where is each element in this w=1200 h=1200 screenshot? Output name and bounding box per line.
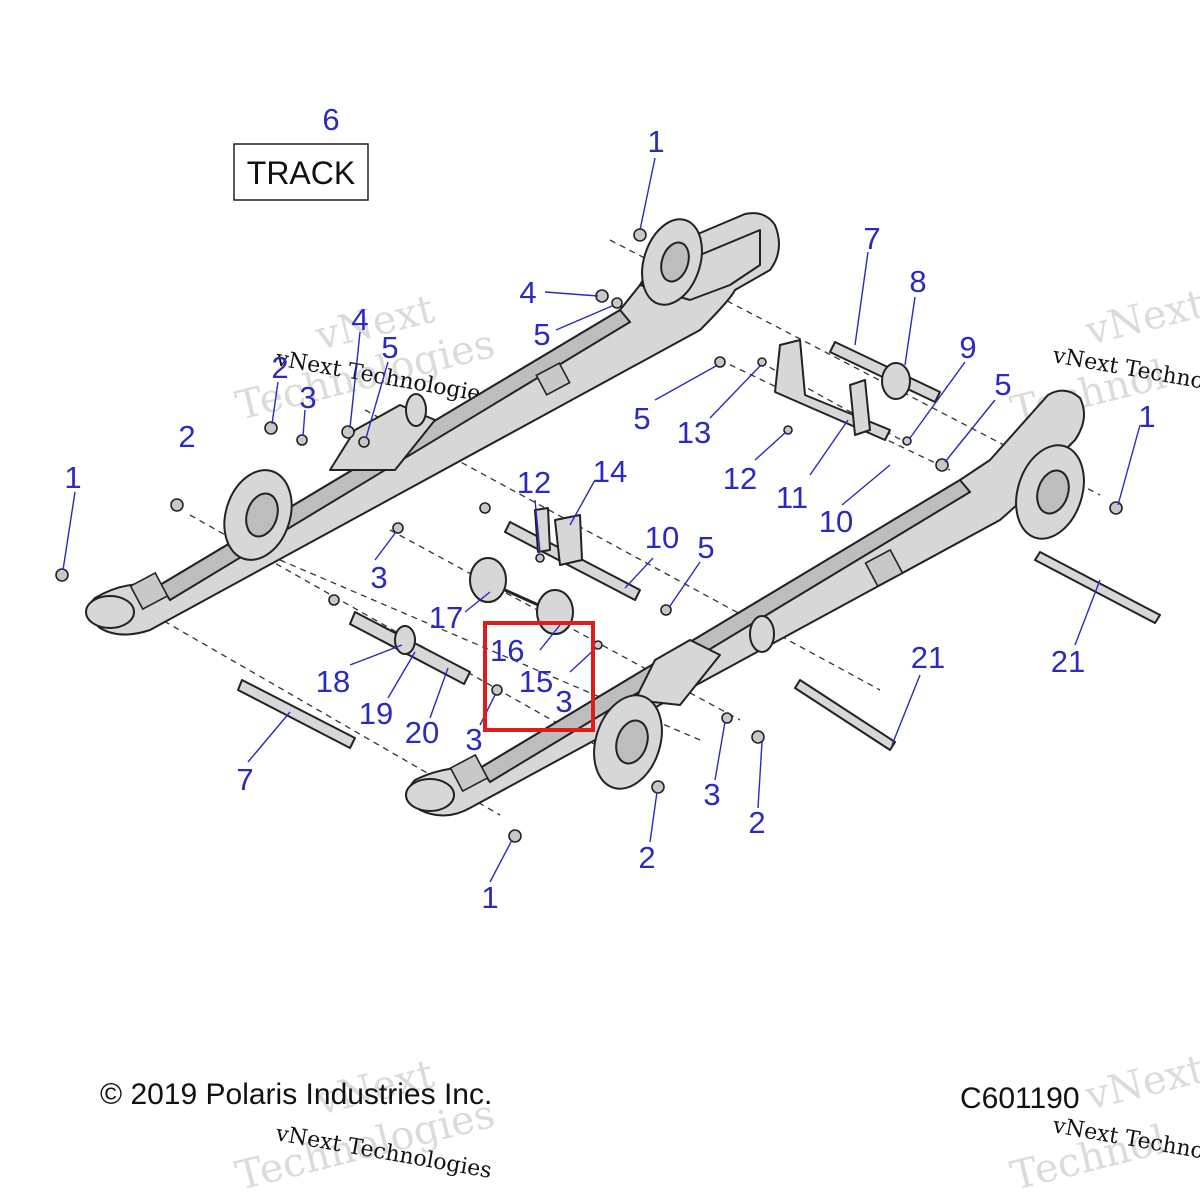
callout-3-right-rail: 3 bbox=[703, 777, 720, 812]
left-rail-rear-wheel bbox=[641, 218, 703, 306]
callout-16: 16 bbox=[490, 633, 524, 668]
rear-axle-shaft bbox=[829, 341, 941, 403]
callout-5-left: 5 bbox=[381, 330, 398, 365]
watermark-vnext-2: vNext bbox=[1080, 281, 1200, 355]
watermark-vnext-4: vNext bbox=[1080, 1046, 1200, 1120]
callout-19: 19 bbox=[359, 696, 393, 731]
front-axle-shaft bbox=[349, 611, 471, 685]
callout-2-front-right: 2 bbox=[638, 840, 655, 875]
callout-20: 20 bbox=[405, 715, 439, 750]
callout-1-bottom: 1 bbox=[481, 880, 498, 915]
left-rail-front-wheel bbox=[223, 469, 293, 561]
callout-3-left-rail: 3 bbox=[370, 560, 387, 595]
callout-3-left-upper: 3 bbox=[299, 380, 316, 415]
leader-lines bbox=[62, 157, 1141, 883]
callout-17: 17 bbox=[429, 600, 463, 635]
long-bolt-right bbox=[794, 679, 896, 751]
callout-21-right: 21 bbox=[1051, 644, 1085, 679]
highlight-box bbox=[483, 621, 595, 732]
callout-5-right: 5 bbox=[994, 367, 1011, 402]
front-shaft bbox=[237, 679, 356, 749]
right-rail bbox=[405, 389, 1085, 817]
callout-8: 8 bbox=[909, 264, 926, 299]
callout-9: 9 bbox=[959, 330, 976, 365]
callout-21-middle: 21 bbox=[911, 640, 945, 675]
callout-11: 11 bbox=[776, 480, 808, 515]
callout-10-rear: 10 bbox=[819, 504, 853, 539]
callout-4-rear: 4 bbox=[519, 275, 536, 310]
callout-1-right: 1 bbox=[1138, 399, 1155, 434]
copyright-text: © 2019 Polaris Industries Inc. bbox=[100, 1078, 492, 1111]
callout-12-front: 12 bbox=[517, 465, 551, 500]
right-rail-rear-wheel bbox=[1015, 444, 1085, 540]
callout-2-right-rail: 2 bbox=[748, 805, 765, 840]
callout-5-mid: 5 bbox=[633, 401, 650, 436]
callout-2-left-upper: 2 bbox=[271, 350, 288, 385]
callout-1-top: 1 bbox=[647, 124, 664, 159]
right-rail-front-wheel bbox=[593, 694, 663, 790]
track-label: TRACK bbox=[247, 155, 355, 191]
callout-1-left: 1 bbox=[64, 460, 81, 495]
callout-14: 14 bbox=[593, 454, 627, 489]
callout-7-rear: 7 bbox=[863, 221, 880, 256]
track-reference: TRACK bbox=[233, 143, 369, 201]
hardware bbox=[55, 228, 1123, 843]
rear-scissor-bracket bbox=[774, 339, 891, 441]
callouts: 6 1 4 5 4 5 7 8 9 2 3 2 5 13 5 1 12 14 1… bbox=[64, 102, 1155, 915]
callout-15: 15 bbox=[519, 664, 553, 699]
right-idler-wheel bbox=[749, 615, 775, 653]
callout-18: 18 bbox=[316, 664, 350, 699]
callout-5-front: 5 bbox=[697, 530, 714, 565]
callout-10-front: 10 bbox=[645, 520, 679, 555]
callout-3-highlight: 3 bbox=[555, 684, 572, 719]
callout-2-left: 2 bbox=[178, 419, 195, 454]
diagram-code: C601190 bbox=[960, 1082, 1080, 1115]
track-box bbox=[233, 143, 369, 201]
callout-13: 13 bbox=[677, 415, 711, 450]
callout-6-track: 6 bbox=[322, 102, 339, 137]
callout-12-rear: 12 bbox=[723, 461, 757, 496]
callout-3-front: 3 bbox=[465, 722, 482, 757]
callout-4-left: 4 bbox=[351, 302, 368, 337]
callout-5-rear: 5 bbox=[533, 317, 550, 352]
callout-7-front: 7 bbox=[236, 762, 253, 797]
left-idler-wheel bbox=[405, 393, 427, 427]
